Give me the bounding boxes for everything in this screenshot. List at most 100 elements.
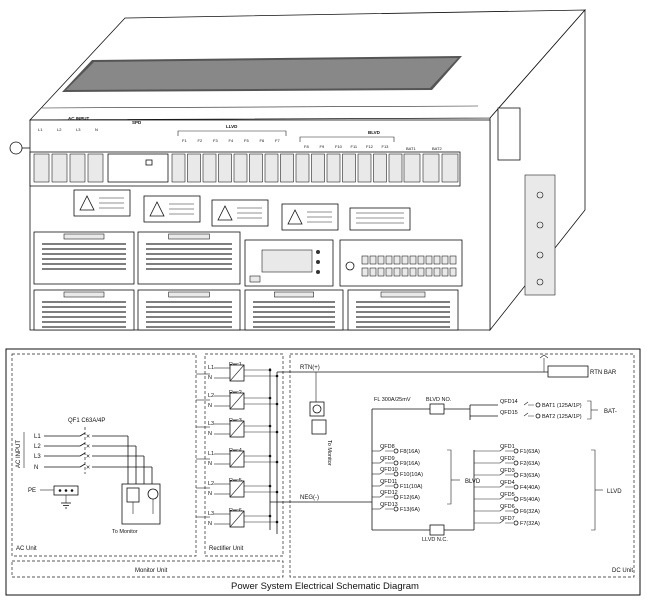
rectifier-diagonal: [229, 392, 245, 410]
rectifier-line-label: L3: [208, 421, 214, 427]
cabinet-breaker-label: F4: [229, 138, 234, 143]
terminal-icon: [513, 448, 519, 454]
breaker-symbol: [499, 495, 513, 500]
terminal-icon: [513, 520, 519, 526]
terminal-icon: [513, 460, 519, 466]
warning-labels: [73, 189, 411, 231]
dc-breaker: [233, 153, 248, 183]
cabinet-ac-input-label: AC INPUT: [68, 116, 90, 121]
diagram-stroke: [64, 489, 68, 492]
diagram-stroke: [58, 489, 74, 492]
breaker-symbol: [499, 519, 513, 524]
terminal-icon: [393, 460, 399, 466]
rectifier-module: [137, 231, 241, 285]
llvd-qfd-label: QFD4: [500, 480, 515, 486]
diagram-caption: Power System Electrical Schematic Diagra…: [231, 581, 419, 592]
terminal-icon: [393, 506, 399, 512]
rectifier-module: [347, 289, 459, 331]
diagram-stroke: [536, 278, 544, 286]
ground-icon: [61, 502, 71, 509]
rectifier-diagonal: [229, 450, 245, 468]
rtn-bar-label: RTN BAR: [590, 370, 617, 376]
side-bracket: [524, 174, 556, 296]
dc-breaker: [357, 153, 372, 183]
breaker-symbol: [499, 459, 513, 464]
monitor-module: [244, 239, 334, 287]
rectifier-module: [33, 289, 135, 331]
monitor-unit-title: Monitor Unit: [135, 568, 168, 574]
llvd-breaker-label: F3(63A): [520, 473, 540, 479]
spd-indicator: [145, 159, 153, 166]
breaker-symbol: [499, 507, 513, 512]
rectifier-neutral-label: N: [208, 521, 212, 527]
rectifier-diagonal: [229, 364, 245, 382]
llvd-breaker-label: F1(63A): [520, 449, 540, 455]
diagram-stroke: [536, 191, 544, 199]
diagram-stroke: [316, 250, 320, 274]
rectifier-handle: [168, 233, 210, 240]
terminal-icon: [393, 471, 399, 477]
terminal-block: [401, 267, 409, 277]
rectifier-diagonal: [229, 420, 245, 438]
dc-breaker: [280, 153, 294, 183]
diagram-stroke: [536, 191, 544, 286]
rectifier-line-label: L1: [208, 365, 214, 371]
terminal-block: [361, 267, 369, 277]
rectifier-neutral-label: N: [208, 375, 212, 381]
warning-triangle-icon: [287, 209, 303, 225]
terminal-block: [385, 267, 393, 277]
rectifier-neutral-label: N: [208, 461, 212, 467]
diagram-stroke: [316, 250, 320, 254]
llvd-group-label: LLVD: [607, 489, 622, 495]
diagram-stroke: [66, 58, 458, 90]
breaker-symbol: [379, 447, 393, 452]
blvd-breakers: QFD8F8(16A)QFD9F9(16A)QFD10F10(10A)QFD11…: [372, 444, 423, 513]
dc-breaker: [326, 153, 341, 183]
breaker-symbol: [499, 483, 513, 488]
cabinet-phase-label: N: [95, 127, 98, 132]
terminal-block: [417, 267, 425, 277]
terminal-block: [401, 255, 409, 265]
llvd-qfd-label: QFD6: [500, 504, 515, 510]
blvd-breaker-label: F8(16A): [400, 449, 420, 455]
ac-phase-lines: L1×L2×L3×N×: [34, 373, 210, 518]
breaker-cross-icon: ×: [86, 454, 90, 461]
diagram-stroke: [311, 419, 327, 435]
llvd-qfd-label: QFD3: [500, 468, 515, 474]
cabinet-phase-label: L2: [57, 127, 62, 132]
shunt-label: FL 300A/25mV: [374, 397, 411, 403]
rectifier-module: [244, 289, 344, 331]
terminal-block: [417, 255, 425, 265]
llvd-contactor: [429, 524, 445, 536]
diagram-stroke: [536, 221, 544, 229]
breaker-symbol: [523, 401, 534, 406]
cabinet-phase-label: L1: [38, 127, 43, 132]
breaker-cross-icon: ×: [86, 434, 90, 441]
rectifier-handle: [168, 291, 210, 298]
battery-breaker: [422, 153, 440, 183]
blvd-contactor: [429, 403, 445, 415]
terminal-block: [409, 255, 417, 265]
diagram-stroke: [536, 251, 544, 259]
breaker-cross-icon: ×: [86, 444, 90, 451]
battery-breaker-label: BAT1 (125A/1P): [542, 403, 582, 409]
blvd-qfd-label: QFD8: [380, 444, 395, 450]
diagram-stroke: [497, 107, 521, 161]
diagram-stroke: [58, 489, 62, 492]
diagram-stroke: [147, 488, 159, 500]
rectifier-handle: [63, 291, 105, 298]
terminal-block: [441, 255, 449, 265]
cabinet-breaker-label: F11: [351, 144, 358, 149]
rectifier-neutral-label: N: [208, 491, 212, 497]
rectifier-module: [33, 231, 135, 285]
battery-breaker-label: BAT2 (125A/1P): [542, 414, 582, 420]
cabinet-phase-label: L3: [76, 127, 81, 132]
llvd-nc-label: LLVD N.C.: [422, 537, 448, 543]
blvd-group-label: BLVD: [465, 479, 481, 485]
terminal-block: [433, 255, 441, 265]
ac-unit-box: [11, 353, 197, 557]
dc-breaker: [295, 153, 310, 183]
